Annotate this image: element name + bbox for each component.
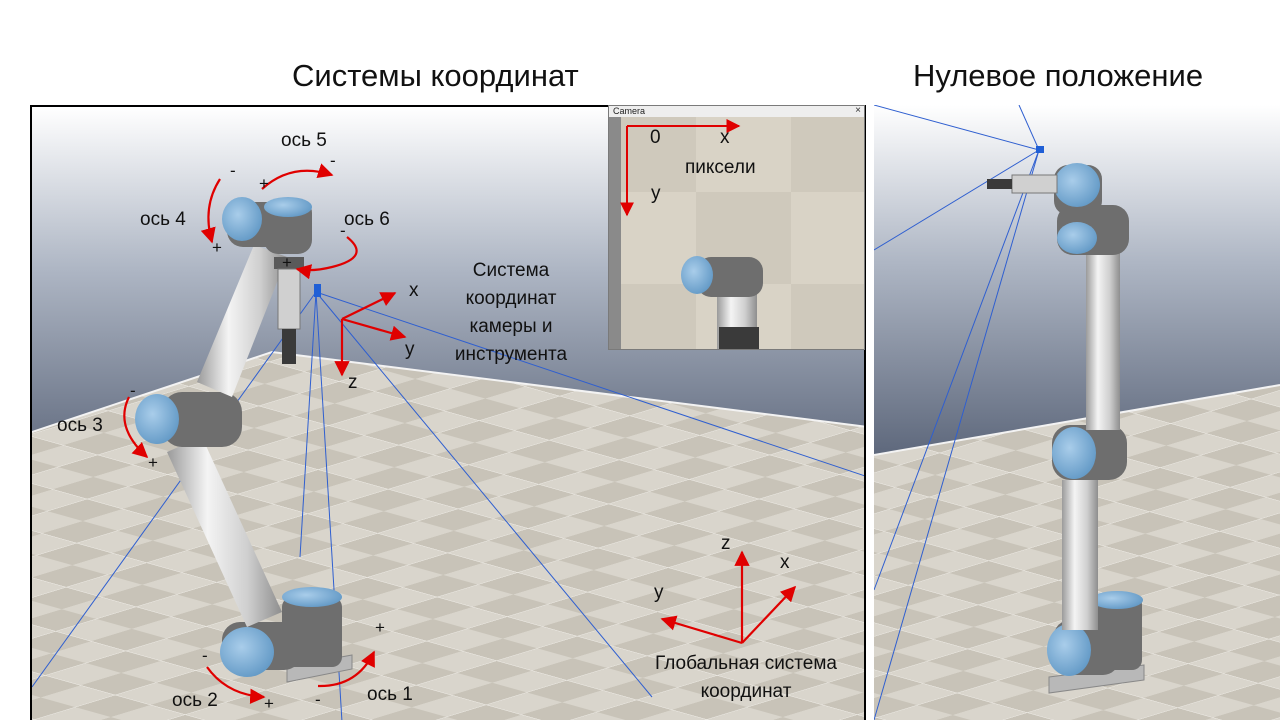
camera-y-label: y xyxy=(405,339,415,360)
camera-image xyxy=(609,117,864,349)
axis-1-plus: + xyxy=(375,618,385,637)
global-x-label: x xyxy=(780,552,790,573)
camera-frame-caption-line: координат xyxy=(465,288,557,309)
axis-6-label: ось 6 xyxy=(344,209,390,230)
camera-frame-axes xyxy=(334,292,407,377)
axis-3-plus: + xyxy=(148,453,158,472)
axis-1-label: ось 1 xyxy=(367,684,413,705)
rotation-arrows xyxy=(123,163,375,704)
camera-frame-caption-line: камеры и xyxy=(469,316,553,337)
axis-2-minus: - xyxy=(202,646,208,665)
camera-pixel-y-label: y xyxy=(651,183,661,204)
axis-4-minus: - xyxy=(230,161,236,180)
axis-5-minus: - xyxy=(330,151,336,170)
axis-6-plus: + xyxy=(282,253,292,272)
axis-2-plus: + xyxy=(264,694,274,713)
joint-5-cap xyxy=(264,197,312,217)
right-heading: Нулевое положение xyxy=(913,58,1204,93)
left-heading: Системы координат xyxy=(292,58,579,93)
axis-5-plus: + xyxy=(259,174,269,193)
camera-frame-caption-line: Система xyxy=(472,260,550,281)
camera-window-title: Camera xyxy=(613,106,646,116)
axis-2-label: ось 2 xyxy=(172,690,218,711)
camera-sensor xyxy=(314,284,321,297)
global-frame-caption-line: Глобальная система xyxy=(654,653,837,674)
axis-6-minus: - xyxy=(340,221,346,240)
joint-4-cap xyxy=(222,197,262,241)
joint-3-cap xyxy=(135,394,179,444)
camera-origin-label: 0 xyxy=(650,127,661,148)
axis-3-label: ось 3 xyxy=(57,415,103,436)
global-z-label: z xyxy=(721,533,731,554)
axis-4-plus: + xyxy=(212,238,222,257)
camera-frame-caption: Система координат камеры и инструмента xyxy=(436,257,586,369)
global-frame-caption: Глобальная система координат xyxy=(635,650,857,706)
axis-1-minus: - xyxy=(315,690,321,709)
global-y-label: y xyxy=(654,582,664,603)
axis-5-label: ось 5 xyxy=(281,130,327,151)
robot-arm xyxy=(135,197,353,683)
camera-frame-caption-line: инструмента xyxy=(454,344,568,365)
camera-rays xyxy=(32,291,864,720)
camera-pixel-x-label: x xyxy=(720,127,730,148)
camera-x-label: x xyxy=(409,280,419,301)
global-frame-axes xyxy=(660,550,797,645)
global-frame-caption-line: координат xyxy=(700,681,792,702)
zero-position-view xyxy=(874,105,1280,720)
axis-3-minus: - xyxy=(130,381,136,400)
joint-2-cap xyxy=(220,627,274,677)
camera-z-label: z xyxy=(348,372,358,393)
axis-4-label: ось 4 xyxy=(140,209,186,230)
camera-pixels-label: пиксели xyxy=(685,157,756,178)
close-icon[interactable]: × xyxy=(855,105,861,116)
camera-window[interactable]: Camera × 0 x y пиксели xyxy=(608,105,865,350)
scene-3d-zero xyxy=(874,105,1280,720)
